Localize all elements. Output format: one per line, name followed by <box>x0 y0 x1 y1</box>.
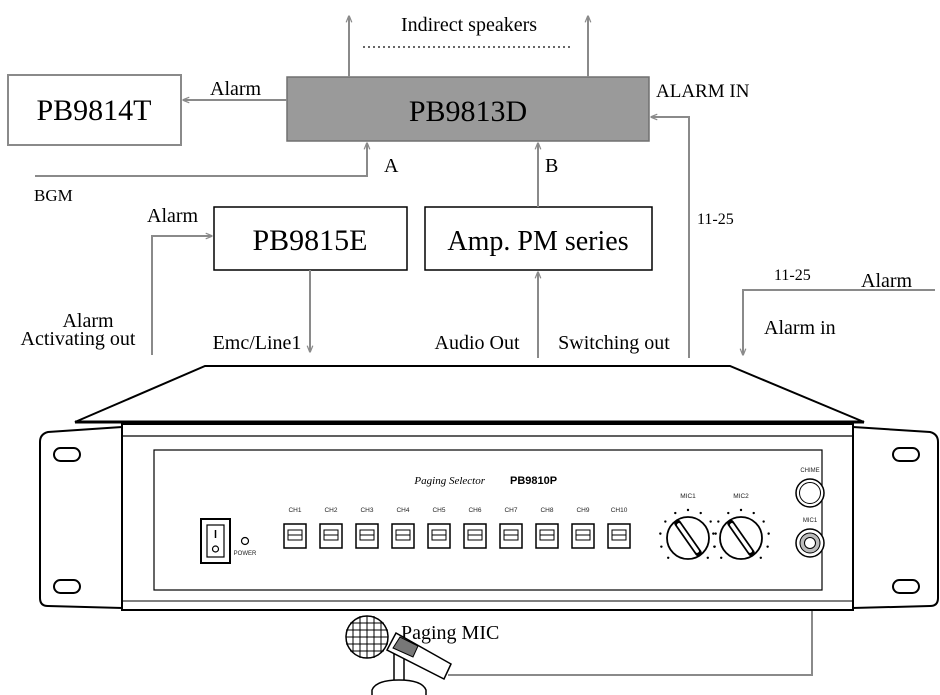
rack-ear-right <box>852 425 939 610</box>
channel-label-2: CH2 <box>324 507 337 514</box>
pb9814t-label: PB9814T <box>36 94 151 127</box>
mic-knob-2[interactable] <box>719 516 763 560</box>
channel-button-7[interactable] <box>499 523 523 549</box>
channel-label-7: CH7 <box>504 507 517 514</box>
device-model: PB9810P <box>510 475 557 487</box>
alarm-label-9814t: Alarm <box>210 78 262 100</box>
input-a-label: A <box>384 155 399 177</box>
pb9813d-label: PB9813D <box>409 95 527 128</box>
channel-button-3[interactable] <box>355 523 379 549</box>
channel-button-5[interactable] <box>427 523 451 549</box>
channel-button-9[interactable] <box>571 523 595 549</box>
range-label-right: 11-25 <box>774 267 811 284</box>
device-title: Paging Selector <box>413 475 485 487</box>
emc-line1-label: Emc/Line1 <box>213 332 302 354</box>
paging-mic-label: Paging MIC <box>401 622 499 644</box>
range-label-left: 11-25 <box>697 211 734 228</box>
channel-button-10[interactable] <box>607 523 631 549</box>
paging-microphone <box>345 615 452 695</box>
channel-label-6: CH6 <box>468 507 481 514</box>
amp-pm-label: Amp. PM series <box>447 226 628 257</box>
mic1-jack[interactable] <box>795 528 825 558</box>
alarm-to-9815e-line <box>151 236 212 355</box>
channel-label-9: CH9 <box>576 507 589 514</box>
alarm-in-label: ALARM IN <box>656 81 750 102</box>
alarm-activating-label-1: Alarm <box>62 310 114 332</box>
alarm-label-right: Alarm <box>861 270 913 292</box>
chime-label: CHIME <box>800 468 819 474</box>
mic-knob-1[interactable] <box>666 516 710 560</box>
channel-button-4[interactable] <box>391 523 415 549</box>
device-top-panel <box>74 365 865 423</box>
input-b-label: B <box>545 155 558 177</box>
channel-label-4: CH4 <box>396 507 409 514</box>
switching-out-label: Switching out <box>558 332 670 354</box>
power-led <box>240 536 250 546</box>
indirect-speakers-label: Indirect speakers <box>401 14 537 36</box>
channel-button-6[interactable] <box>463 523 487 549</box>
channel-label-1: CH1 <box>288 507 301 514</box>
alarm-in-label-right: Alarm in <box>764 317 836 339</box>
pb9815e-label: PB9815E <box>252 224 367 257</box>
channel-label-5: CH5 <box>432 507 445 514</box>
alarm-in-line <box>651 117 690 358</box>
pb9813d-box <box>286 76 650 142</box>
audio-out-label: Audio Out <box>435 332 520 354</box>
alarm-activating-label-2: Activating out <box>21 328 136 350</box>
alarm-right-line <box>743 289 935 355</box>
knob-label-1: MIC1 <box>680 493 696 500</box>
power-label: POWER <box>234 551 257 557</box>
bgm-label: BGM <box>34 186 73 205</box>
rack-ear-left <box>39 425 123 610</box>
pb9815e-box <box>213 206 408 271</box>
front-panel <box>121 423 854 611</box>
channel-label-8: CH8 <box>540 507 553 514</box>
alarm-label-9815e: Alarm <box>147 205 199 227</box>
channel-button-8[interactable] <box>535 523 559 549</box>
knob-label-2: MIC2 <box>733 493 749 500</box>
channel-label-10: CH10 <box>611 507 628 514</box>
channel-label-3: CH3 <box>360 507 373 514</box>
pb9814t-box <box>7 74 182 146</box>
paging-selector-unit: Paging Selector PB9810P POWER CH1 CH2 CH3 C… <box>39 365 939 611</box>
bgm-line <box>35 143 367 177</box>
channel-button-1[interactable] <box>283 523 307 549</box>
amp-pm-box <box>424 206 653 271</box>
channel-button-2[interactable] <box>319 523 343 549</box>
mic1-jack-label: MIC1 <box>803 518 818 524</box>
